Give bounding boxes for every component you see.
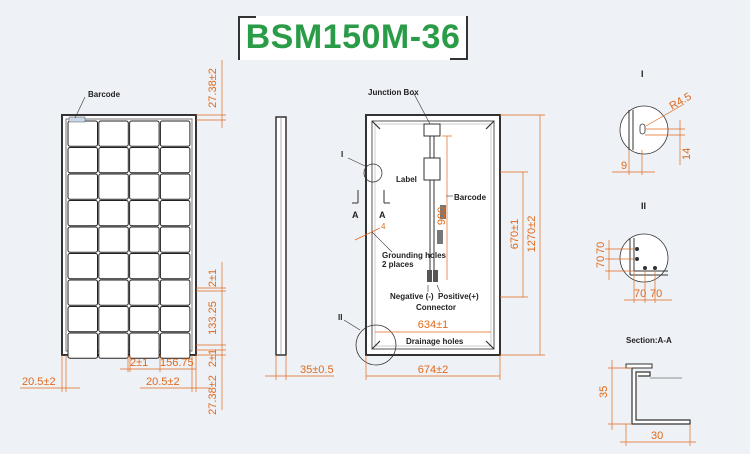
dim-thickness: 35±0.5 [300, 364, 334, 376]
solar-cell [159, 147, 191, 174]
dim-cell-gap: 2±1 [130, 357, 148, 369]
section-AA-title: Section:A-A [626, 336, 672, 345]
back-view: Junction Box Label Barcode 900 Negative … [338, 88, 545, 380]
solar-cell [129, 253, 160, 280]
solar-cell [98, 173, 129, 200]
model-title: BSM150M-36 [245, 18, 461, 56]
detail-II-h2: 70 [650, 288, 662, 300]
solar-cell [67, 147, 98, 174]
drainage-label: Drainage holes [406, 337, 464, 346]
junction-box [423, 123, 441, 137]
solar-cell [159, 200, 191, 227]
dim-left-edge: 20.5±2 [22, 376, 56, 388]
dim-hole-dia: 4 [381, 222, 386, 231]
detail-I-title: I [641, 69, 644, 79]
dim-mount-width: 634±1 [418, 319, 449, 331]
solar-cell [67, 120, 98, 147]
detail-II-v2: 70 [595, 242, 607, 254]
solar-cell [98, 120, 129, 147]
detail-II: II 70 70 70 70 [595, 201, 672, 303]
detail-I-tag: I [341, 150, 343, 159]
front-view: Barcode 27.38±2 2±1 133.2 [20, 60, 226, 415]
section-AA: Section:A-A 35 30 [598, 336, 696, 446]
solar-cell [129, 200, 160, 227]
detail-I-height: 14 [681, 148, 693, 160]
solar-cell [67, 279, 98, 306]
negative-label: Negative (-) [390, 292, 434, 301]
dim-cable: 900 [436, 207, 448, 225]
dim-total-width: 674±2 [418, 364, 449, 376]
positive-label: Positive(+) [438, 292, 479, 301]
back-frame [365, 114, 501, 356]
solar-cell [98, 332, 129, 359]
solar-cell [159, 332, 191, 359]
detail-II-h1: 70 [634, 288, 646, 300]
section-height: 35 [598, 386, 610, 398]
solar-cell [159, 120, 191, 147]
solar-cell [159, 173, 191, 200]
solar-cell [159, 253, 191, 280]
solar-cell [67, 306, 98, 333]
dim-top-margin: 27.38±2 [207, 68, 219, 108]
solar-cell [129, 173, 160, 200]
section-A-right: A [379, 210, 386, 220]
detail-I: I R4.5 14 9 [612, 69, 694, 175]
grounding-label2: 2 places [382, 260, 414, 269]
label-label: Label [396, 175, 417, 184]
solar-cell [98, 200, 129, 227]
solar-cell [98, 253, 129, 280]
cell-grid [67, 120, 191, 359]
grounding-label: Grounding holes [382, 251, 447, 260]
dim-bottom-left: 20.5±2 [146, 376, 180, 388]
solar-cell [129, 226, 160, 253]
solar-cell [129, 147, 160, 174]
detail-I-offset: 9 [621, 160, 627, 172]
label-sticker [423, 157, 441, 181]
connector-label: Connector [416, 303, 456, 312]
section-width: 30 [651, 430, 663, 442]
dim-right-cell: 133.25 [207, 301, 219, 335]
barcode-block [440, 205, 446, 219]
section-profile [631, 368, 691, 425]
solar-cell [98, 306, 129, 333]
dim-mount-height: 670±1 [509, 219, 521, 250]
side-view: 35±0.5 [265, 116, 334, 380]
dim-total-height: 1270±2 [526, 216, 538, 253]
dim-cell-width: 156.75 [160, 357, 194, 369]
solar-cell [159, 279, 191, 306]
junction-box-label: Junction Box [368, 88, 419, 97]
front-barcode-label: Barcode [88, 90, 121, 99]
solar-cell [159, 226, 191, 253]
solar-cell [129, 279, 160, 306]
detail-II-tag: II [338, 313, 342, 322]
solar-cell [67, 332, 98, 359]
back-barcode-label: Barcode [454, 193, 487, 202]
solar-cell [67, 200, 98, 227]
solar-cell [67, 226, 98, 253]
dim-right-bottom: 2±1 [207, 349, 219, 367]
solar-cell [67, 253, 98, 280]
solar-cell [98, 147, 129, 174]
detail-II-marker [355, 324, 397, 366]
solar-cell [129, 120, 160, 147]
solar-cell [98, 226, 129, 253]
solar-cell [67, 173, 98, 200]
detail-II-v1: 70 [595, 256, 607, 268]
detail-II-title: II [641, 201, 646, 211]
detail-I-marker [363, 163, 383, 183]
solar-cell [129, 306, 160, 333]
detail-I-radius: R4.5 [668, 91, 694, 113]
section-A-left: A [352, 210, 359, 220]
solar-cell [129, 332, 160, 359]
dim-right-gap: 2±1 [207, 269, 219, 287]
title-frame: BSM150M-36 [238, 16, 468, 60]
solar-cell [98, 279, 129, 306]
barcode-sticker [68, 116, 86, 123]
solar-cell [159, 306, 191, 333]
dim-bottom-margin: 27.38±2 [207, 375, 219, 415]
